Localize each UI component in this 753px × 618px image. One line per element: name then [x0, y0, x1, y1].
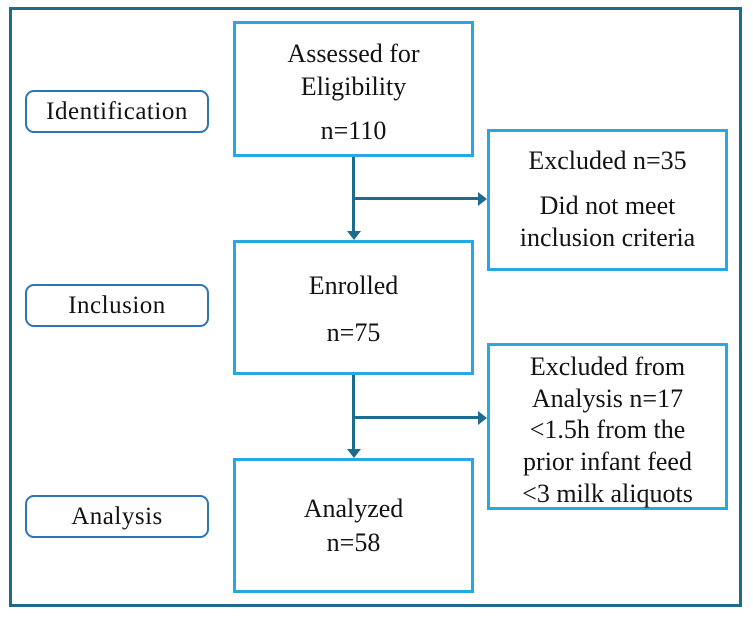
excluded-line: <3 milk aliquots: [522, 478, 693, 508]
flow-box-count: n=75: [326, 317, 381, 347]
stage-label: Inclusion: [68, 291, 166, 319]
stage-box-identification: Identification: [25, 90, 209, 133]
arrow-branch-to-excluded-1: [353, 197, 478, 200]
excluded-line: Excluded from: [529, 352, 686, 381]
flow-box-title: Enrolled: [308, 271, 399, 300]
flow-box-count: n=58: [326, 527, 381, 557]
stage-label: Identification: [46, 97, 188, 125]
excluded-header: Excluded n=35: [528, 146, 687, 175]
arrowhead-right-icon: [478, 191, 487, 206]
flow-box-assessed-for-eligibility: Assessed for Eligibility n=110: [233, 21, 474, 157]
arrowhead-right-icon: [478, 410, 487, 425]
excluded-box-screening: Excluded n=35 Did not meet inclusion cri…: [487, 129, 728, 271]
stage-box-inclusion: Inclusion: [25, 284, 209, 327]
excluded-reason: Did not meet inclusion criteria: [519, 190, 696, 253]
excluded-line: Analysis n=17: [531, 383, 684, 413]
arrowhead-down-icon: [346, 231, 361, 240]
arrow-branch-to-excluded-2: [353, 416, 478, 419]
arrow-assessed-to-enrolled: [352, 157, 355, 231]
excluded-line: <1.5h from the: [529, 415, 686, 445]
flow-box-title: Analyzed: [303, 494, 404, 523]
arrowhead-down-icon: [346, 449, 361, 458]
flow-box-count: n=110: [320, 116, 387, 145]
stage-box-analysis: Analysis: [25, 495, 209, 538]
arrow-enrolled-to-analyzed: [352, 375, 355, 449]
flow-box-analyzed: Analyzed n=58: [233, 458, 474, 593]
flow-box-title: Assessed for Eligibility: [287, 39, 420, 101]
diagram-outer-frame: [9, 7, 742, 607]
stage-label: Analysis: [71, 502, 163, 530]
excluded-line: prior infant feed: [523, 447, 692, 477]
flow-box-enrolled: Enrolled n=75: [233, 240, 474, 375]
excluded-box-analysis: Excluded from Analysis n=17 <1.5h from t…: [487, 343, 728, 510]
